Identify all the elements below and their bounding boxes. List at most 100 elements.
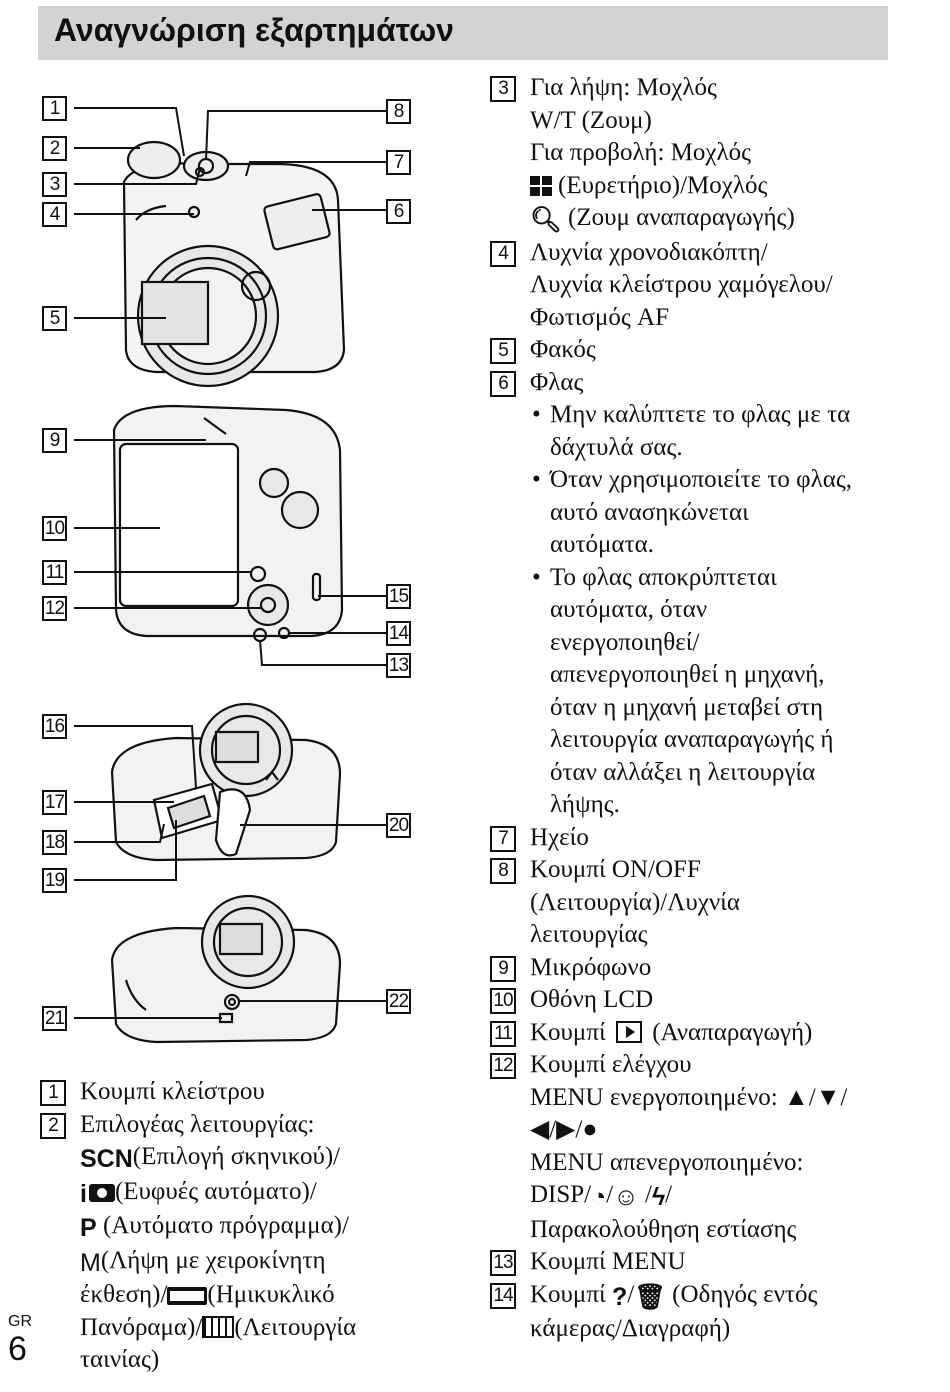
camera-parts-diagram: 1 2 3 4 5 6 7 8 9 10 11 12 13 14 15 16 1… xyxy=(36,80,426,1060)
part-entry-3: 3 Για λήψη: Μοχλός W/T (Ζουμ) Για προβολ… xyxy=(490,72,895,237)
callout-14: 14 xyxy=(386,621,411,646)
entry-text: Λυχνία χρονοδιακόπτη/ xyxy=(530,238,768,266)
entry-number: 6 xyxy=(490,370,516,397)
callout-8: 8 xyxy=(386,99,411,124)
entry-text: κάμερας/Διαγραφή) xyxy=(530,1315,731,1342)
entry-number: 9 xyxy=(490,955,516,982)
callout-9: 9 xyxy=(42,428,67,453)
index-grid-icon xyxy=(530,175,552,196)
entry-text: Λυχνία κλείστρου χαμόγελου/ xyxy=(530,271,833,298)
entry-number: 4 xyxy=(490,240,516,267)
entry-text: Για προβολή: Μοχλός xyxy=(530,139,751,166)
callout-4: 4 xyxy=(42,202,67,227)
callout-7: 7 xyxy=(386,150,411,175)
intelligent-auto-icon: i xyxy=(80,1179,87,1208)
entry-text: W/T (Ζουμ) xyxy=(530,106,652,134)
callout-13: 13 xyxy=(386,653,411,678)
entry-text: Κουμπί xyxy=(530,1280,606,1308)
callout-10: 10 xyxy=(42,516,67,541)
note-bullet: Μην καλύπτετε το φλας με τα δάχτυλά σας. xyxy=(530,399,895,464)
magnifier-icon: 🔍︎ xyxy=(530,206,562,234)
entry-number: 10 xyxy=(490,988,516,1014)
entry-text: Κουμπί ελέγχου xyxy=(530,1051,692,1078)
part-entry-1: 1 Κουμπί κλείστρου xyxy=(40,1076,440,1109)
entry-text: έκθεση)/ xyxy=(80,1281,168,1308)
camera-bottom-open-view xyxy=(110,702,342,862)
trash-icon: 🗑︎ xyxy=(634,1282,666,1311)
smile-face-icon: ☺ xyxy=(613,1183,639,1211)
entry-text: DISP/ xyxy=(530,1181,592,1208)
parts-list-right: 3 Για λήψη: Μοχλός W/T (Ζουμ) Για προβολ… xyxy=(490,72,895,1346)
play-icon xyxy=(615,1020,642,1043)
manual-exposure-m-icon: M xyxy=(80,1248,101,1277)
entry-number: 3 xyxy=(490,76,516,102)
callout-6: 6 xyxy=(386,199,411,224)
entry-text: MENU απενεργοποιημένο: xyxy=(530,1148,804,1176)
callout-16: 16 xyxy=(42,714,67,739)
part-entry-13: 13 Κουμπί MENU xyxy=(490,1246,895,1279)
bullet-text: Μην καλύπτετε το φλας με τα xyxy=(550,401,851,428)
note-bullet: Το φλας αποκρύπτεται αυτόματα, όταν ενερ… xyxy=(530,562,895,822)
entry-text: (Οδηγός εντός xyxy=(665,1280,818,1308)
entry-number: 7 xyxy=(490,825,516,852)
entry-text: Φλας xyxy=(530,368,584,396)
part-entry-10: 10 Οθόνη LCD xyxy=(490,984,895,1017)
program-auto-p-icon: P xyxy=(80,1214,97,1242)
entry-text: / xyxy=(606,1181,614,1208)
entry-number: 13 xyxy=(490,1250,516,1276)
entry-text: Ηχείο xyxy=(530,823,589,851)
leader-lines xyxy=(74,107,386,1019)
bullet-text: αυτόματα, όταν xyxy=(550,596,708,623)
note-bullet: Όταν χρησιμοποιείτε το φλας, αυτό ανασηκ… xyxy=(530,464,895,562)
entry-text: Κουμπί ON/OFF xyxy=(530,856,701,883)
entry-text: Οθόνη LCD xyxy=(530,986,654,1013)
entry-text: / xyxy=(638,1181,652,1208)
help-question-icon: ? xyxy=(611,1282,628,1311)
bullet-text: αυτόματα. xyxy=(550,531,654,558)
bullet-text: δάχτυλά σας. xyxy=(550,433,683,461)
camera-front-view xyxy=(122,140,346,388)
camera-back-view xyxy=(112,404,344,643)
callout-19: 19 xyxy=(42,868,67,893)
entry-text: (Λήψη με χειροκίνητη xyxy=(100,1246,326,1274)
entry-text: Επιλογέας λειτουργίας: xyxy=(80,1110,315,1138)
part-entry-6: 6 Φλας Μην καλύπτετε το φλας με τα δάχτυ… xyxy=(490,367,895,822)
entry-text: (Λειτουργία xyxy=(234,1313,357,1341)
callout-1: 1 xyxy=(42,96,67,121)
entry-number: 8 xyxy=(490,858,516,884)
bullet-text: αυτό ανασηκώνεται xyxy=(550,498,749,526)
entry-text: (Αυτόματο πρόγραμμα)/ xyxy=(96,1212,349,1239)
entry-text: (Ευφυές αυτόματο)/ xyxy=(114,1177,317,1205)
callout-11: 11 xyxy=(42,560,67,585)
language-code: GR xyxy=(8,1313,32,1330)
entry-text: Κουμπί MENU xyxy=(530,1248,686,1275)
callout-2: 2 xyxy=(42,136,67,161)
part-entry-8: 8 Κουμπί ON/OFF (Λειτουργία)/Λυχνία λειτ… xyxy=(490,854,895,952)
entry-text: / xyxy=(627,1280,635,1308)
part-entry-11: 11 Κουμπί (Αναπαραγωγή) xyxy=(490,1017,895,1050)
entry-number: 2 xyxy=(40,1112,66,1139)
entry-text: ◀/▶/● xyxy=(530,1116,598,1143)
part-entry-12: 12 Κουμπί ελέγχου MENU ενεργοποιημένο: ▲… xyxy=(490,1049,895,1246)
part-entry-9: 9 Μικρόφωνο xyxy=(490,952,895,985)
camera-bottom-closed-view xyxy=(110,894,342,1044)
callout-3: 3 xyxy=(42,172,67,197)
bullet-text: απενεργοποιηθεί η μηχανή, xyxy=(550,661,825,688)
entry-text: Φακός xyxy=(530,336,596,363)
flash-icon: ϟ xyxy=(651,1183,666,1211)
parts-list-left: 1 Κουμπί κλείστρου 2 Επιλογέας λειτουργί… xyxy=(40,1076,440,1377)
entry-text: Μικρόφωνο xyxy=(530,953,652,981)
entry-number: 11 xyxy=(490,1020,516,1047)
bullet-text: λειτουργία αναπαραγωγής ή xyxy=(550,726,834,753)
camera-illustrations xyxy=(74,107,386,1044)
bullet-text: λήψης. xyxy=(550,791,620,818)
callout-18: 18 xyxy=(42,830,67,855)
callout-22: 22 xyxy=(386,989,411,1014)
entry-text: MENU ενεργοποιημένο: ▲/▼/ xyxy=(530,1083,848,1111)
part-entry-4: 4 Λυχνία χρονοδιακόπτη/ Λυχνία κλείστρου… xyxy=(490,237,895,335)
entry-text: (Αναπαραγωγή) xyxy=(652,1018,813,1046)
bullet-text: Το φλας αποκρύπτεται xyxy=(550,563,777,591)
entry-number: 5 xyxy=(490,338,516,364)
callout-15: 15 xyxy=(386,584,411,609)
entry-text: (Ευρετήριο)/Μοχλός xyxy=(558,171,768,199)
